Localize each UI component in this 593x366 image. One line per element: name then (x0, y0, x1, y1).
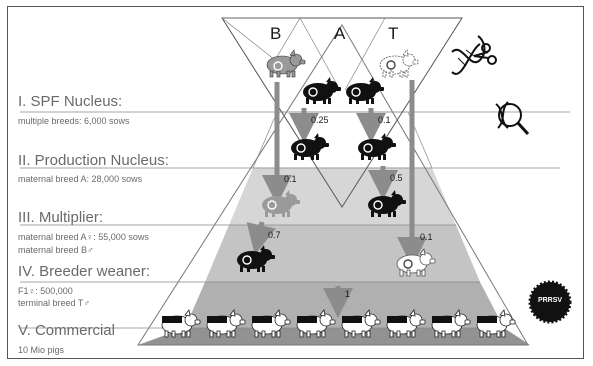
level-1-title: I. SPF Nucleus: (18, 93, 122, 110)
level-4-subtitle: F1♀: 500,000 (18, 286, 73, 296)
flow-value-4: 0.5 (390, 173, 403, 183)
flow-value-7: 1 (345, 289, 350, 299)
flow-value-2: 0.1 (378, 115, 391, 125)
band-spf-nucleus (253, 112, 432, 168)
level-3-title: III. Multiplier: (18, 209, 103, 226)
column-label-b: B (270, 24, 281, 44)
level-4-title: IV. Breeder weaner: (18, 263, 150, 280)
band-production-nucleus (229, 168, 456, 225)
flow-value-3: 0.1 (284, 174, 297, 184)
pig-icon-b-top (267, 50, 305, 77)
band-commercial (138, 328, 530, 345)
level-3-subtitle: maternal breed A♀: 55,000 sows (18, 232, 149, 242)
level-5-title: V. Commercial (18, 322, 115, 339)
flow-value-1: 0.25 (311, 115, 329, 125)
level-4-subtitle-2: terminal breed T♂ (18, 298, 90, 308)
funnel-divider-2 (345, 18, 385, 90)
level-3-subtitle-2: maternal breed B♂ (18, 245, 94, 255)
pig-icon-t-top (380, 50, 418, 77)
column-label-a: A (334, 24, 345, 44)
dna-scissors-icon (452, 36, 496, 74)
level-2-subtitle: maternal breed A: 28,000 sows (18, 174, 142, 184)
funnel-left (222, 18, 300, 60)
flow-value-6: 0.1 (420, 232, 433, 242)
level-1-subtitle: multiple breeds: 6,000 sows (18, 116, 130, 126)
dna-magnifier-icon (496, 102, 528, 134)
prrsv-badge-label: PRRSV (534, 297, 566, 304)
level-2-title: II. Production Nucleus: (18, 152, 169, 169)
column-label-t: T (388, 24, 398, 44)
level-5-subtitle: 10 Mio pigs (18, 345, 64, 355)
flow-value-5: 0.7 (268, 230, 281, 240)
